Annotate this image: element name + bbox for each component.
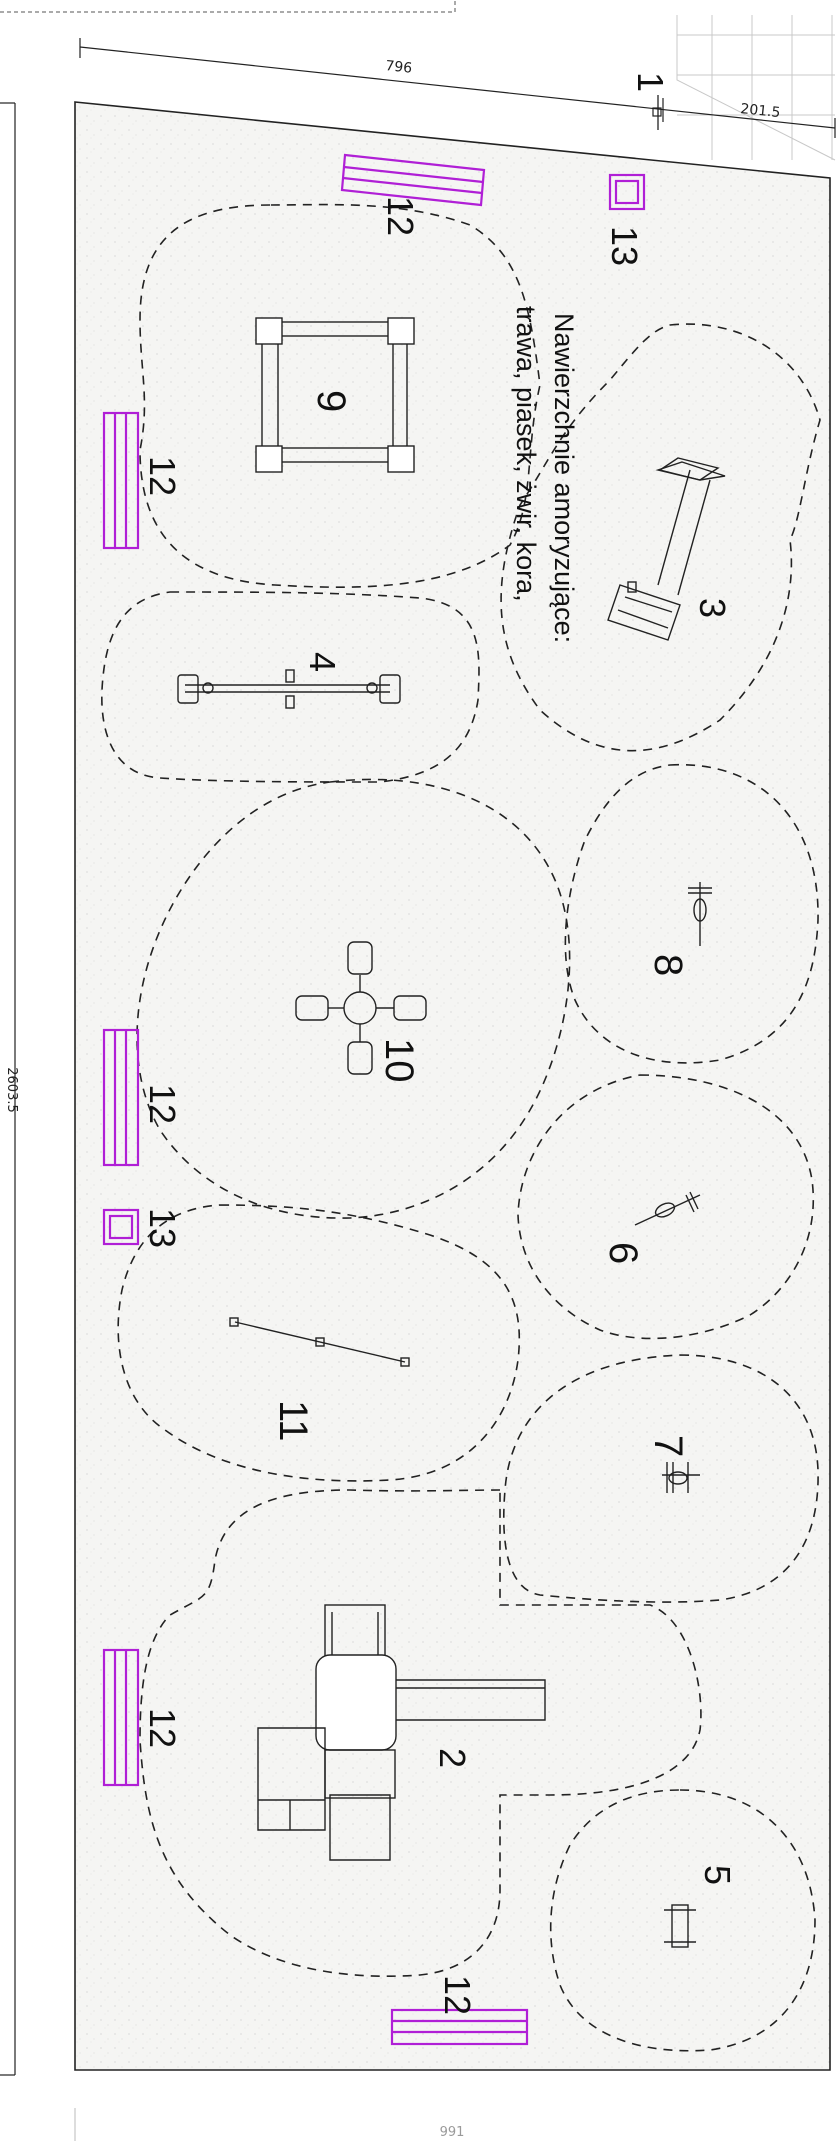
play-tower-symbol — [257, 1604, 546, 1861]
label-11: 11 — [271, 1400, 315, 1442]
bench-bottom — [390, 2008, 529, 2046]
label-13-top: 13 — [604, 226, 645, 266]
frame-line-top — [0, 0, 456, 13]
bench-left-1 — [102, 411, 140, 550]
zone-3 — [500, 323, 821, 752]
zone-2 — [139, 1489, 702, 1977]
carousel-symbol — [295, 941, 427, 1075]
label-6: 6 — [601, 1242, 645, 1264]
seesaw-symbol — [177, 669, 401, 709]
label-12-left-3: 12 — [142, 1708, 183, 1748]
paved-area — [676, 15, 836, 161]
zone-6 — [517, 1074, 814, 1340]
spring-rider-7-symbol — [662, 1462, 700, 1493]
dimension-left: 2603.5 — [0, 102, 19, 2076]
zone-9 — [139, 203, 541, 588]
label-13-left: 13 — [142, 1208, 183, 1248]
label-1: 1 — [630, 72, 671, 92]
label-8: 8 — [646, 954, 690, 976]
zone-4 — [101, 591, 480, 783]
bench-left-2 — [102, 1028, 140, 1167]
label-7: 7 — [646, 1435, 690, 1457]
bench-top — [340, 153, 486, 207]
label-3: 3 — [692, 598, 733, 618]
rocker-symbol — [664, 1904, 696, 1948]
zone-5 — [549, 1789, 816, 2052]
bin-top — [608, 173, 646, 211]
dimension-top-width: 796 — [385, 58, 413, 77]
label-10: 10 — [377, 1038, 421, 1083]
zone-10 — [136, 778, 571, 1219]
surface-note-line2: trawa, piasek, żwir, kora, — [511, 306, 541, 602]
dimension-left-height: 2603.5 — [4, 1067, 19, 1113]
label-9: 9 — [309, 390, 353, 412]
label-12-top: 12 — [380, 196, 421, 236]
gate-symbol — [652, 95, 662, 130]
spring-rider-6-symbol — [634, 1191, 701, 1226]
label-2: 2 — [432, 1748, 473, 1768]
label-12-left-2: 12 — [142, 1084, 183, 1124]
label-5: 5 — [697, 1865, 738, 1885]
dimension-bottom: 991 — [440, 2125, 465, 2140]
surface-note-line1: Nawierzchnie amoryzujące: — [549, 313, 579, 643]
zone-11 — [117, 1204, 521, 1482]
dimension-top-right: 201.5 — [740, 101, 782, 121]
label-4: 4 — [302, 652, 343, 672]
site-boundary — [74, 101, 831, 2071]
bin-left — [102, 1208, 140, 1246]
zone-7 — [502, 1354, 819, 1603]
balance-beam-symbol — [229, 1317, 410, 1367]
label-12-bottom: 12 — [437, 1975, 478, 2015]
dimension-top: 796 201.5 — [79, 38, 836, 138]
bench-left-3 — [102, 1648, 140, 1787]
label-12-left-1: 12 — [142, 456, 183, 496]
slide-symbol — [607, 457, 726, 641]
spring-rider-8-symbol — [688, 882, 712, 946]
sandbox-symbol — [255, 317, 415, 473]
